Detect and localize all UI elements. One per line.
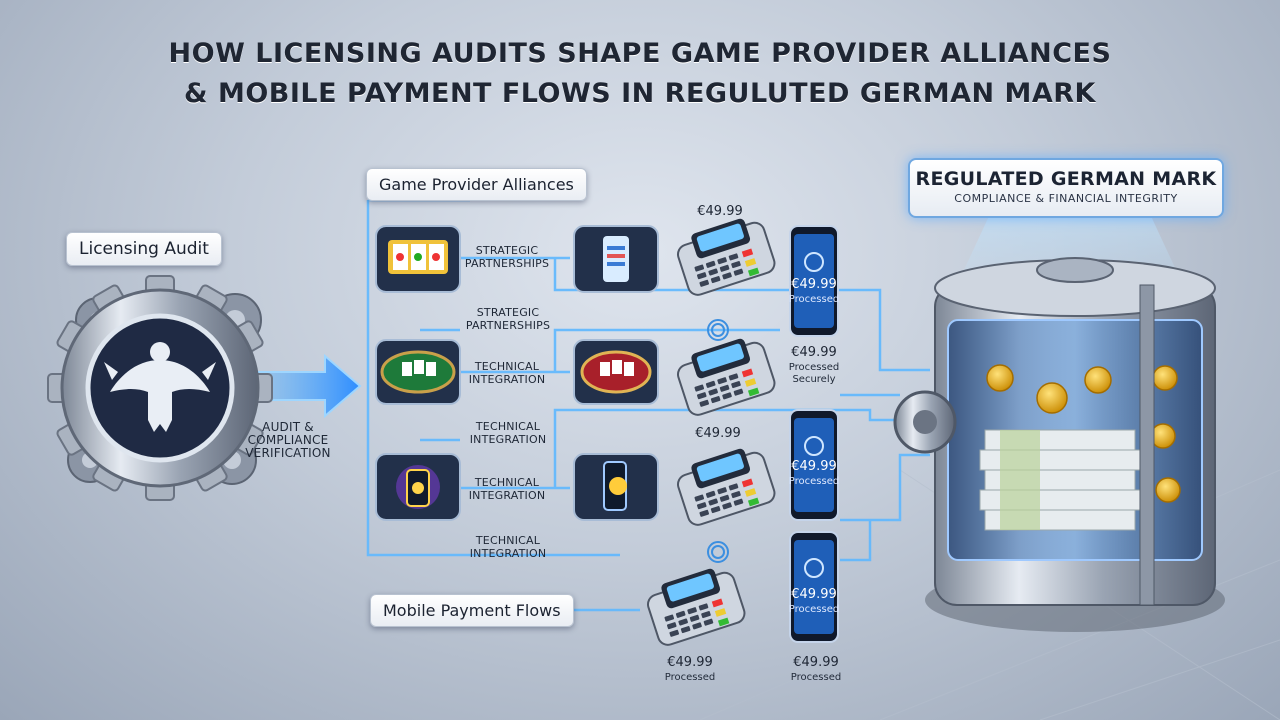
phone-3-price: €49.99	[791, 459, 837, 474]
smartphone-icon	[789, 225, 839, 337]
game-provider-alliances-label: Game Provider Alliances	[366, 168, 587, 201]
licensing-audit-label: Licensing Audit	[66, 232, 222, 266]
bottom-right-price: €49.99	[793, 655, 839, 670]
regulated-market-box: REGULATED GERMAN MARK COMPLIANCE & FINAN…	[908, 158, 1224, 218]
page-title: HOW LICENSING AUDITS SHAPE GAME PROVIDER…	[0, 34, 1280, 114]
bottom-left-sub: Processed	[664, 672, 716, 683]
strategic-partnerships-label-2: STRATEGIC PARTNERSHIPS	[465, 306, 551, 332]
mobile-game-icon	[375, 453, 461, 521]
phone-4-price: €49.99	[791, 587, 837, 602]
title-line-2: & MOBILE PAYMENT FLOWS IN REGULUTED GERM…	[184, 78, 1096, 109]
phone-1-sub: Processed	[788, 294, 840, 305]
nfc-phone-icon	[573, 453, 659, 521]
poker-table-icon	[375, 339, 461, 405]
phones	[789, 225, 839, 643]
smartphone-icon	[789, 531, 839, 643]
slot-machine-icon	[375, 225, 461, 293]
gear-cluster	[47, 275, 273, 501]
phone-2-price: €49.99	[791, 345, 837, 360]
contactless-icons	[707, 319, 729, 563]
bottom-right-sub: Processed	[790, 672, 842, 683]
phone-3-sub: Processed	[788, 476, 840, 487]
technical-integration-label-1: TECHNICAL INTEGRATION	[468, 360, 546, 386]
technical-integration-label-4: TECHNICAL INTEGRATION	[469, 534, 547, 560]
smartphone-icon	[789, 409, 839, 521]
mobile-payment-flows-label: Mobile Payment Flows	[370, 594, 574, 627]
technical-integration-label-2: TECHNICAL INTEGRATION	[469, 420, 547, 446]
regulated-title: REGULATED GERMAN MARK	[915, 168, 1217, 190]
card-terminal-icon	[677, 338, 776, 416]
regulated-subtitle: COMPLIANCE & FINANCIAL INTEGRITY	[954, 192, 1178, 205]
title-line-1: HOW LICENSING AUDITS SHAPE GAME PROVIDER…	[168, 38, 1112, 69]
payment-tiles	[573, 225, 659, 521]
game-tiles	[375, 225, 461, 521]
card-terminal-icon	[677, 218, 776, 296]
vault	[893, 257, 1225, 632]
card-terminal-icon	[647, 568, 746, 646]
price-top-terminal: €49.99	[697, 204, 743, 219]
card-terminal-icon	[677, 448, 776, 526]
phone-2-sub-1: Processed	[788, 362, 840, 373]
card-table-icon	[573, 339, 659, 405]
strategic-partnerships-label-1: STRATEGIC PARTNERSHIPS	[464, 244, 550, 270]
audit-caption: AUDIT & COMPLIANCE VERIFICATION	[245, 420, 331, 460]
phone-payment-icon	[573, 225, 659, 293]
bottom-left-price: €49.99	[667, 655, 713, 670]
price-mid-terminal: €49.99	[695, 426, 741, 441]
phone-2-sub-2: Securely	[792, 374, 836, 385]
phone-4-sub: Processed	[788, 604, 840, 615]
phone-1-price: €49.99	[791, 277, 837, 292]
technical-integration-label-3: TECHNICAL INTEGRATION	[468, 476, 546, 502]
eagle-icon	[104, 342, 216, 432]
card-terminals	[647, 218, 776, 646]
